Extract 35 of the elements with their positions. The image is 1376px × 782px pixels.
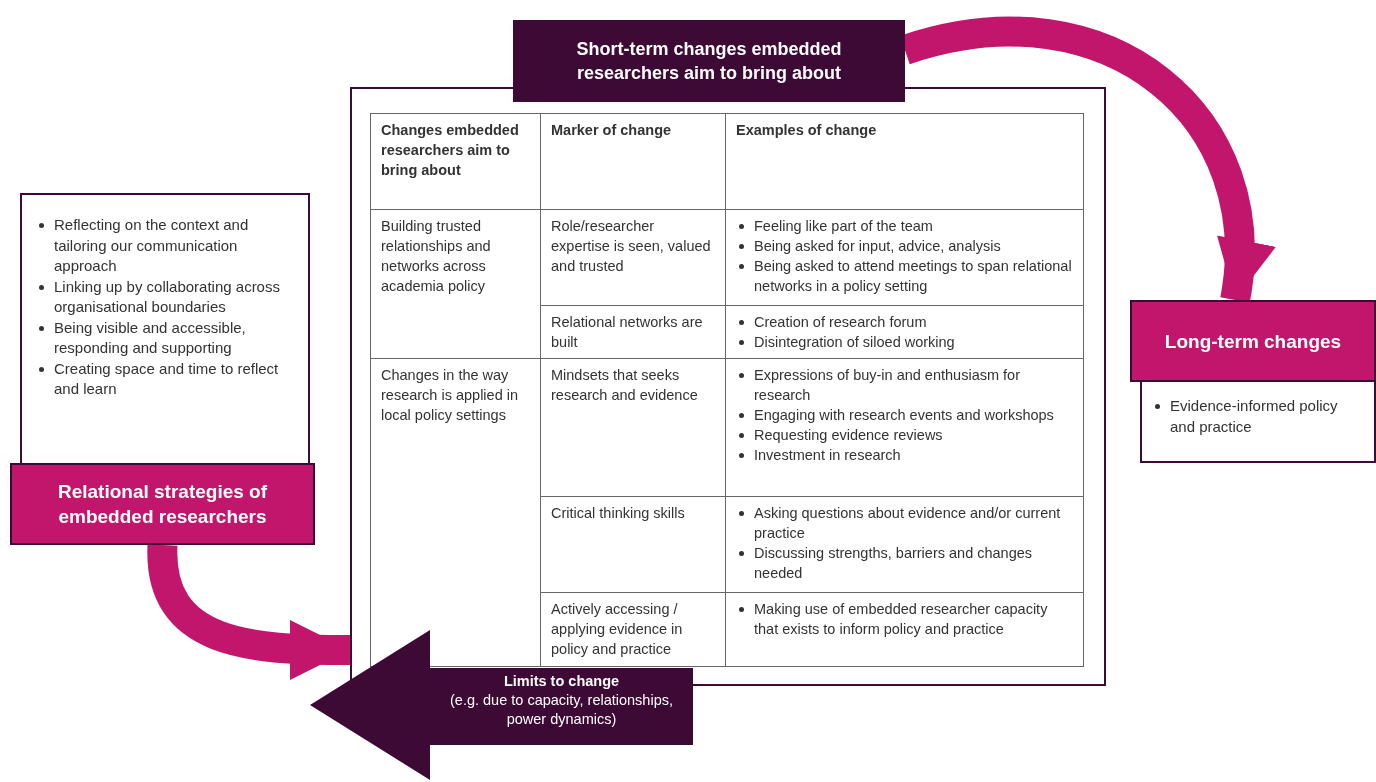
cell-text: Building trusted relationships and networks across academia policy [381,217,492,296]
bullet-item: Discussing strengths, barriers and changes needed [754,545,1033,581]
bullet-item: Reflecting on the context and tailoring our communication approach [54,216,249,274]
arrow-text: (e.g. due to capacity, relationships, power dynamics) [449,691,674,729]
bullet-item: Creating space and time to reflect and learn [54,359,279,397]
panel-heading: Short-term changes embedded researchers aim to bring about [575,38,843,85]
bullet-item: Requesting evidence reviews [754,427,943,443]
cell-text: Changes in the way research is applied in local policy settings [381,366,520,425]
bullet-item: Asking questions about evidence and/or current practice [754,505,1061,541]
strategy-panel [10,193,315,545]
bullet-item: Being asked for input, advice, analysis [754,238,1001,254]
bullet-item: Investment in research [754,447,901,463]
curved-arrow [147,544,351,680]
cell-text: Critical thinking skills [551,504,686,523]
bullet-item: Feeling like part of the team [754,218,933,234]
panel-heading: Long-term changes [1164,329,1342,354]
column-header: Changes embedded researchers aim to bring about [381,121,520,180]
bullet-item: Creation of research forum [754,314,927,330]
cell-text: Actively accessing / applying evidence in policy and practice [551,600,684,659]
cell-text: Role/researcher expertise is seen, valued and trusted [551,217,712,276]
bullet-item: Being visible and accessible, responding and supporting [54,318,246,356]
outcome-panel [1130,300,1376,463]
bullet-item: Evidence-informed policy and practice [1170,397,1338,435]
arrow-title: Limits to change [502,672,621,691]
cell-text: Mindsets that seeks research and evidence [551,366,699,405]
bullet-item: Being asked to attend meetings to span relational networks in a policy setting [754,258,1072,294]
bullet-item: Engaging with research events and workshops [754,407,1054,423]
cell-text: Relational networks are built [551,313,704,352]
bullet-item: Expressions of buy-in and enthusiasm for research [754,367,1020,403]
bullet-item: Disintegration of siloed working [754,334,955,350]
panel-heading: Relational strategies of embedded researchers [56,480,269,529]
column-header: Marker of change [551,121,673,140]
bullet-item: Linking up by collaborating across organisational boundaries [54,277,280,315]
column-header: Examples of change [736,121,878,140]
bullet-item: Making use of embedded researcher capacity that exists to inform policy and practice [754,601,1048,637]
